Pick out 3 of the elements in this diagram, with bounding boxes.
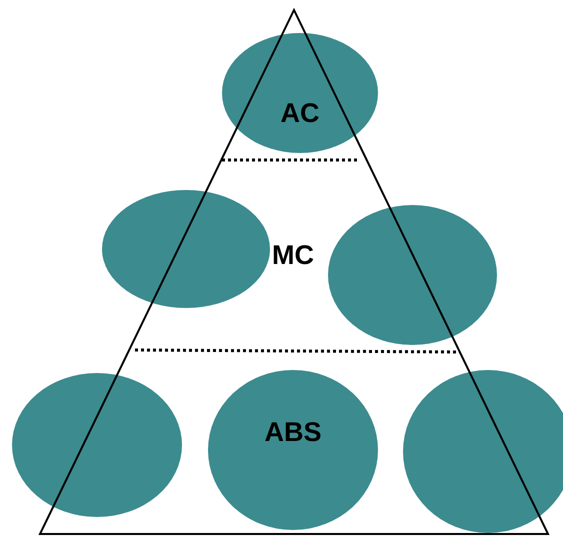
level-label: MC bbox=[272, 240, 314, 271]
level-label: ABS bbox=[264, 416, 322, 448]
level-label: AC bbox=[280, 98, 320, 128]
